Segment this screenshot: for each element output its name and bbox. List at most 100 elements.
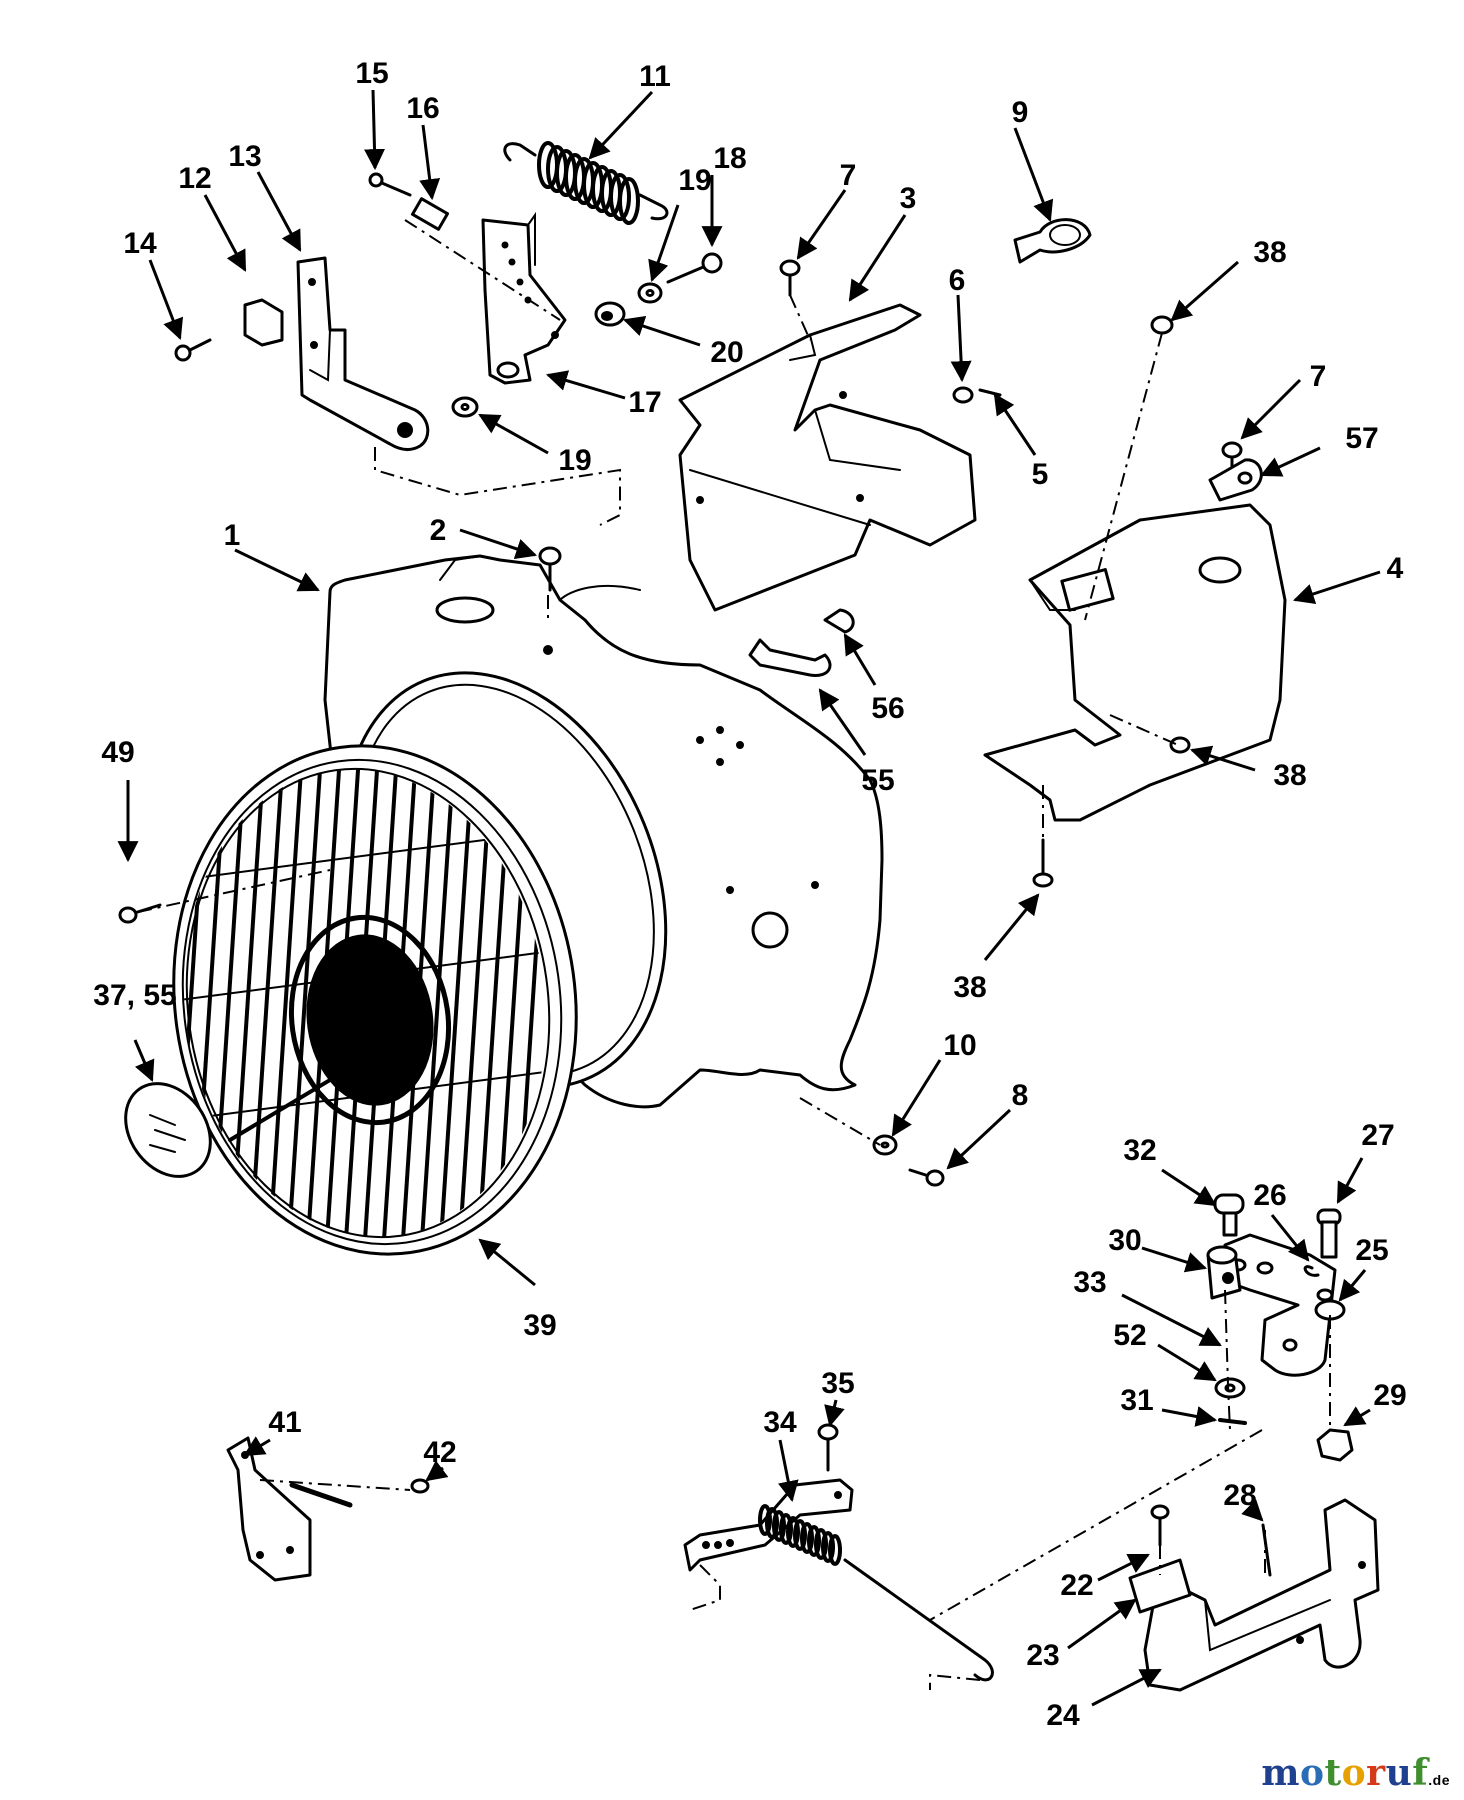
callout-42: 42 <box>423 1436 456 1469</box>
callout-22: 22 <box>1060 1569 1093 1602</box>
callout-56: 56 <box>871 692 904 725</box>
hardware-items <box>118 172 1263 1187</box>
leader-20 <box>623 316 701 347</box>
leader-41 <box>243 1436 271 1457</box>
leader-56 <box>843 633 877 686</box>
leader-38b <box>1189 745 1256 772</box>
leader-6 <box>950 294 972 383</box>
leader-15 <box>364 89 386 171</box>
leader-19b <box>478 413 549 455</box>
callout-2: 2 <box>430 514 447 547</box>
callout-34: 34 <box>763 1406 797 1439</box>
leader-39 <box>478 1238 536 1287</box>
leader-29 <box>1343 1406 1371 1427</box>
leader-27 <box>1336 1157 1364 1204</box>
leader-7b <box>1240 378 1302 440</box>
callout-41: 41 <box>268 1406 301 1439</box>
callout-26: 26 <box>1253 1179 1286 1212</box>
spring-11 <box>503 141 669 225</box>
leader-4 <box>1293 570 1381 605</box>
callout-19b: 19 <box>558 444 591 477</box>
leader-31 <box>1161 1406 1218 1427</box>
callout-52: 52 <box>1113 1319 1146 1352</box>
leader-52 <box>1157 1343 1217 1382</box>
leader-35 <box>824 1399 845 1428</box>
callout-7a: 7 <box>840 159 857 192</box>
leader-14 <box>148 259 184 340</box>
callout-17: 17 <box>628 386 661 419</box>
leader-16 <box>419 124 441 201</box>
leader-5 <box>993 393 1037 456</box>
leader-19a <box>648 204 680 282</box>
callout-16: 16 <box>406 92 439 125</box>
leader-33 <box>1121 1293 1222 1347</box>
logo-letter: m <box>1261 1752 1300 1794</box>
callout-24: 24 <box>1046 1699 1080 1732</box>
air-baffle-lower <box>983 503 1287 822</box>
leader-3755 <box>133 1039 155 1082</box>
leader-12 <box>203 194 247 272</box>
callout-8: 8 <box>1012 1079 1029 1112</box>
callout-30: 30 <box>1108 1224 1141 1257</box>
leader-11 <box>588 90 654 160</box>
callout-28: 28 <box>1223 1479 1256 1512</box>
leader-2 <box>459 528 537 559</box>
watermark-logo: motoruf.de <box>1261 1752 1450 1794</box>
leader-10 <box>891 1059 942 1137</box>
callout-32: 32 <box>1123 1134 1156 1167</box>
leader-24 <box>1091 1668 1162 1707</box>
callout-19a: 19 <box>678 164 711 197</box>
callout-57: 57 <box>1345 422 1378 455</box>
callout-38c: 38 <box>953 971 986 1004</box>
callout-leaders <box>117 89 1381 1707</box>
logo-letter: o <box>1341 1752 1367 1794</box>
callout-35: 35 <box>821 1367 854 1400</box>
bracket-12 <box>243 298 284 347</box>
callout-15: 15 <box>355 57 388 90</box>
logo-letter: t <box>1324 1752 1342 1794</box>
leader-9 <box>1013 127 1054 222</box>
callout-38b: 38 <box>1273 759 1306 792</box>
callout-37-55: 37, 55 <box>93 979 176 1012</box>
logo-letter: f <box>1412 1752 1429 1794</box>
callout-38a: 38 <box>1253 236 1286 269</box>
callout-labels: 1 2 3 4 5 6 7 7 8 9 10 11 12 13 14 15 16… <box>93 57 1406 1732</box>
leader-26 <box>1270 1214 1310 1262</box>
callout-10: 10 <box>943 1029 976 1062</box>
callout-31: 31 <box>1120 1384 1153 1417</box>
callout-13: 13 <box>228 140 261 173</box>
logo-letter: r <box>1366 1752 1386 1794</box>
assembly-lines <box>137 219 1331 1690</box>
leader-42 <box>425 1460 449 1482</box>
callout-12: 12 <box>178 162 211 195</box>
leader-34 <box>777 1439 799 1503</box>
throttle-linkage <box>1128 1193 1380 1692</box>
callout-6: 6 <box>949 264 966 297</box>
leader-22 <box>1097 1553 1150 1582</box>
logo-suffix: .de <box>1428 1772 1450 1788</box>
callout-49: 49 <box>101 736 134 769</box>
callout-39: 39 <box>523 1309 556 1342</box>
leader-7a <box>796 189 847 260</box>
callout-7b: 7 <box>1310 360 1327 393</box>
leader-32 <box>1161 1168 1217 1207</box>
bracket-34 <box>683 1423 994 1682</box>
logo-letter: u <box>1385 1752 1413 1794</box>
callout-23: 23 <box>1026 1639 1059 1672</box>
bracket-13 <box>296 256 430 452</box>
leader-8 <box>946 1108 1012 1170</box>
leader-3 <box>848 214 907 302</box>
leader-38c <box>983 893 1040 961</box>
logo-letter: o <box>1299 1752 1325 1794</box>
leader-55 <box>818 688 867 756</box>
emblem-badge <box>124 1082 212 1178</box>
callout-9: 9 <box>1012 96 1029 129</box>
callout-25: 25 <box>1355 1234 1388 1267</box>
callout-27: 27 <box>1361 1119 1394 1152</box>
callout-20: 20 <box>710 336 743 369</box>
leader-25 <box>1338 1269 1367 1302</box>
leader-28 <box>1241 1499 1264 1522</box>
leader-38a <box>1170 260 1239 322</box>
callout-55: 55 <box>861 764 894 797</box>
